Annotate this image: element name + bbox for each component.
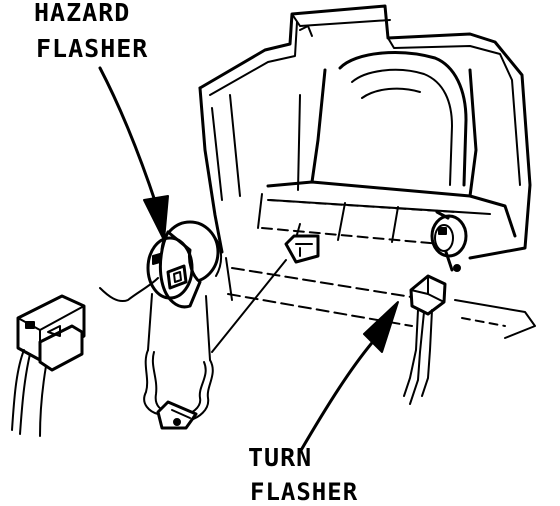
hazard-flasher-socket: [284, 234, 320, 264]
hazard-harness: [143, 259, 287, 430]
hazard-arrow: [98, 66, 169, 241]
connector-block: [11, 294, 86, 437]
dash-panel-bracket: [198, 4, 536, 339]
hazard-flasher-lead: [99, 277, 159, 302]
hazard-flasher-unit: [146, 220, 222, 309]
hazard-flasher-label-line1: HAZARD: [34, 0, 131, 27]
turn-flasher-label-line1: TURN: [248, 443, 313, 472]
turn-flasher-unit: [403, 274, 447, 405]
turn-flasher-label-line2: FLASHER: [250, 478, 359, 506]
hazard-flasher-label-line2: FLASHER: [36, 34, 149, 63]
turn-arrow: [298, 301, 399, 454]
turn-flasher-mount: [430, 210, 468, 272]
